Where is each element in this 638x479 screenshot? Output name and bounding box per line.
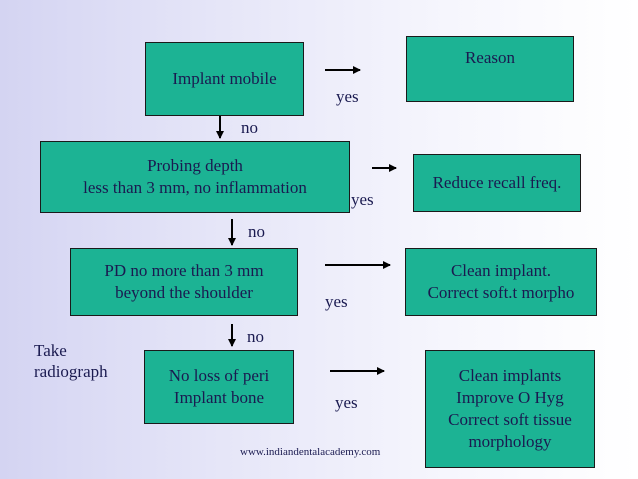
clean-implant-text: Clean implant. Correct soft.t morpho bbox=[427, 261, 575, 302]
edge-label-yes-4: yes bbox=[335, 393, 358, 412]
implant-mobile-text: Implant mobile bbox=[172, 69, 277, 88]
clean-implants-text: Clean implants Improve O Hyg Correct sof… bbox=[448, 366, 572, 451]
implant-mobile-box: Implant mobile bbox=[145, 42, 304, 116]
clean-implants-box: Clean implants Improve O Hyg Correct sof… bbox=[425, 350, 595, 468]
edge-label-no-3: no bbox=[247, 327, 264, 346]
no-bone-loss-box: No loss of peri Implant bone bbox=[144, 350, 294, 424]
probing-depth-box: Probing depth less than 3 mm, no inflamm… bbox=[40, 141, 350, 213]
footer-url: www.indiandentalacademy.com bbox=[240, 446, 381, 458]
edge-label-yes-2: yes bbox=[351, 190, 374, 209]
pd-shoulder-text: PD no more than 3 mm beyond the shoulder bbox=[104, 261, 264, 302]
reason-text: Reason bbox=[464, 48, 516, 67]
no-bone-loss-text: No loss of peri Implant bone bbox=[168, 366, 270, 407]
edge-label-yes-1: yes bbox=[336, 87, 359, 106]
reduce-recall-text: Reduce recall freq. bbox=[432, 173, 562, 192]
reason-box: Reason bbox=[406, 36, 574, 102]
probing-depth-text: Probing depth less than 3 mm, no inflamm… bbox=[83, 156, 307, 197]
pd-shoulder-box: PD no more than 3 mm beyond the shoulder bbox=[70, 248, 298, 316]
clean-implant-box: Clean implant. Correct soft.t morpho bbox=[405, 248, 597, 316]
edge-label-no-2: no bbox=[248, 222, 265, 241]
edge-label-no-1: no bbox=[241, 118, 258, 137]
edge-label-yes-3: yes bbox=[325, 292, 348, 311]
take-radiograph-note: Take radiograph bbox=[34, 341, 108, 381]
reduce-recall-box: Reduce recall freq. bbox=[413, 154, 581, 212]
